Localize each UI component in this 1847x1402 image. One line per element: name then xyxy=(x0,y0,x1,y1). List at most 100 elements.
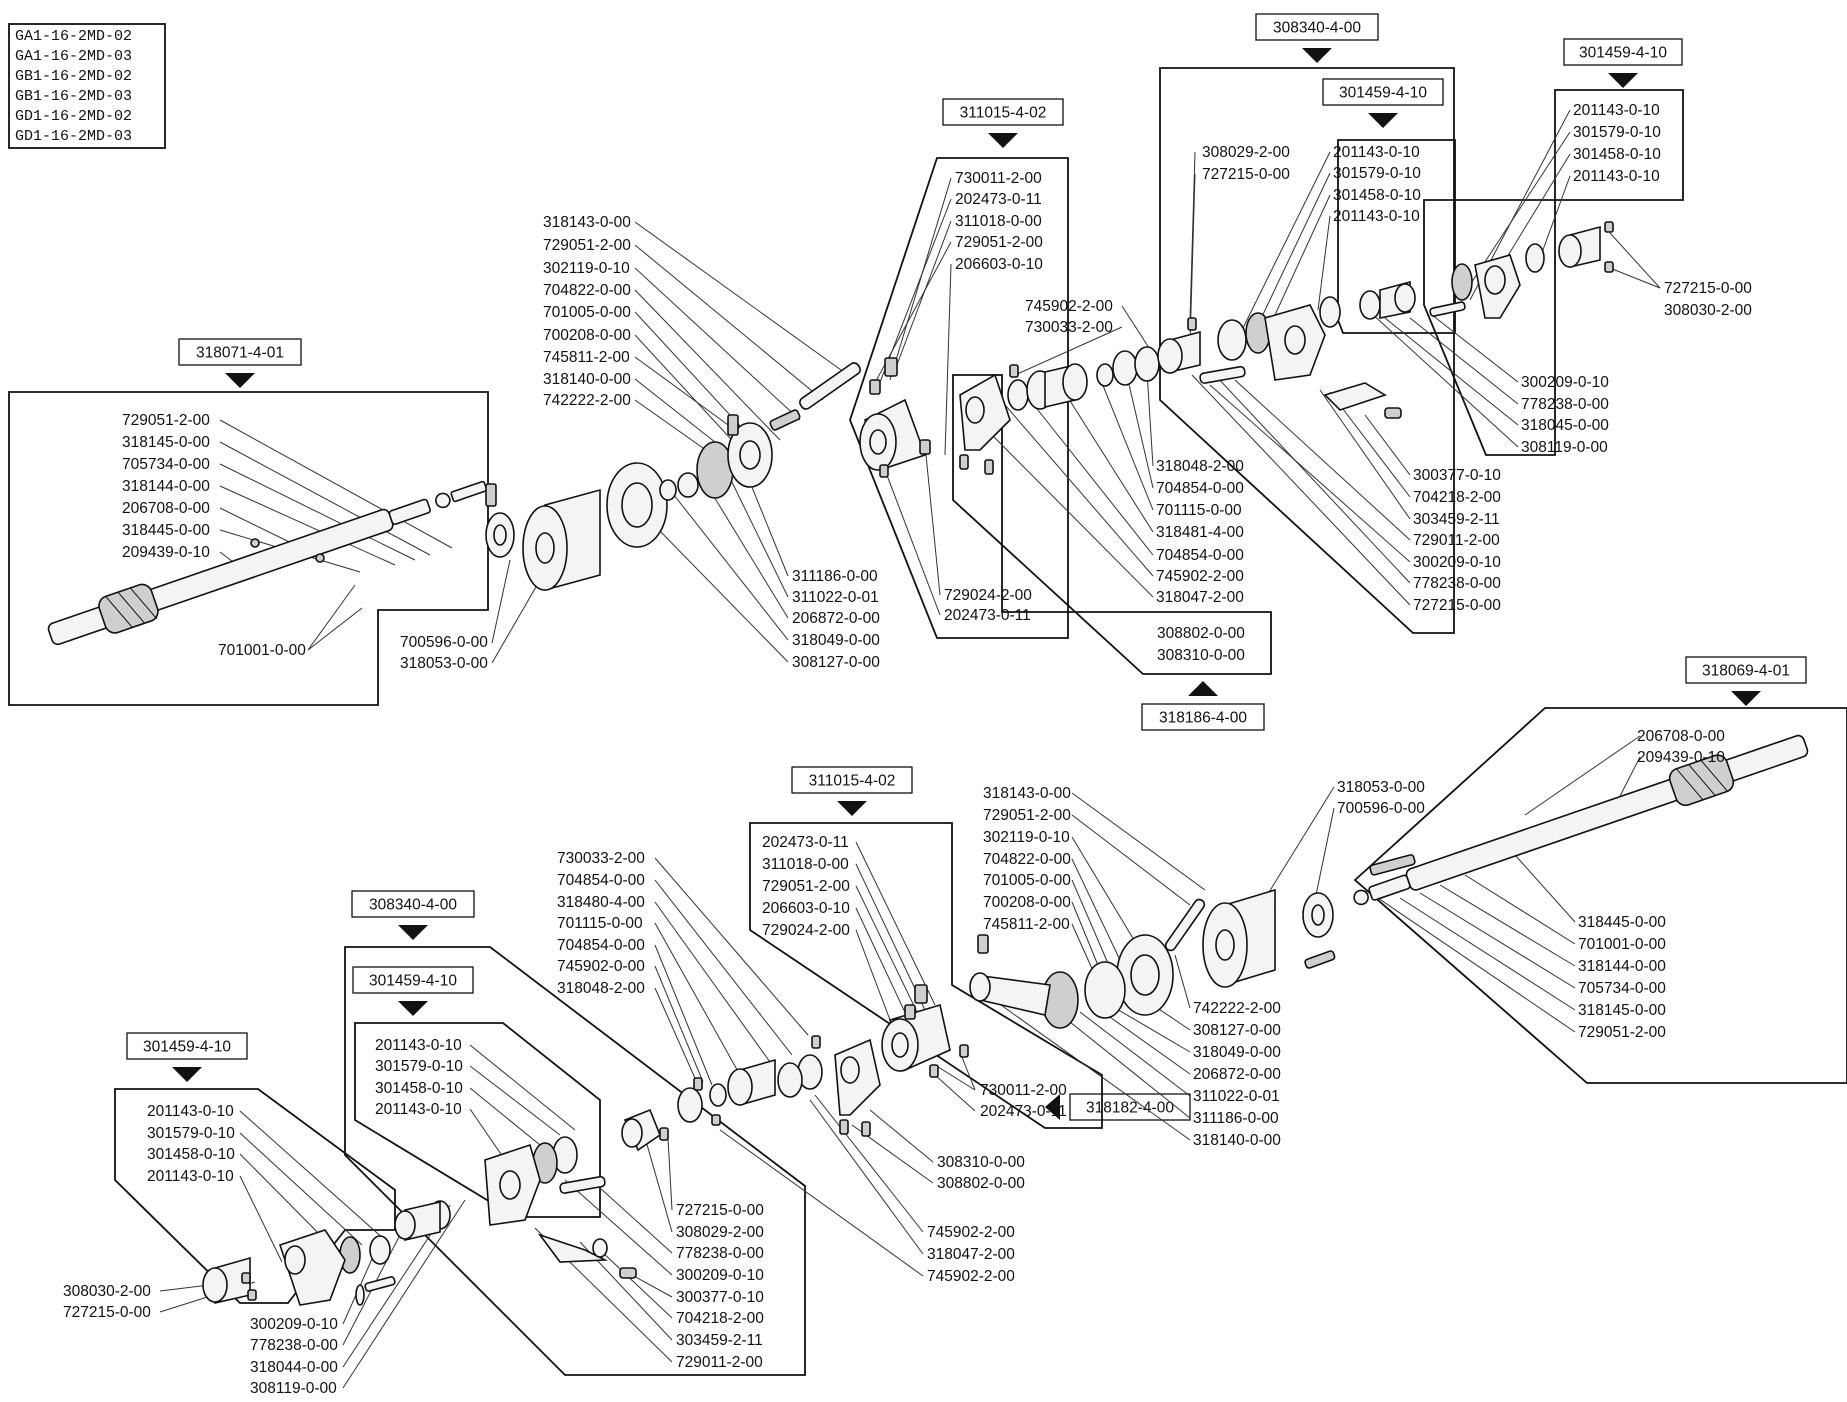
frame-308340-bottom xyxy=(344,946,806,1376)
part-sketches xyxy=(47,221,1809,1306)
part-number: 778238-0-00 xyxy=(250,1337,338,1354)
part-number: 745811-2-00 xyxy=(983,916,1070,933)
part-number: 704854-0-00 xyxy=(557,872,645,889)
assembly-number: 311015-4-02 xyxy=(960,105,1047,122)
part-number: 318480-4-00 xyxy=(557,894,645,911)
shaft-assembly-bottom xyxy=(1353,734,1809,906)
assembly-number: 301459-4-10 xyxy=(1339,85,1427,102)
arrow-icon xyxy=(837,801,867,816)
arrow-icon xyxy=(1731,691,1761,706)
part-number: 318481-4-00 xyxy=(1156,524,1244,541)
part-number: 729024-2-00 xyxy=(762,922,850,939)
part-number: 700208-0-00 xyxy=(983,894,1071,911)
part-number: 301579-0-10 xyxy=(1573,124,1661,141)
part-number: 318144-0-00 xyxy=(1578,958,1666,975)
part-number: 700596-0-00 xyxy=(1337,800,1425,817)
part-number: 701001-0-00 xyxy=(1578,936,1666,953)
part-number: 201143-0-10 xyxy=(1573,102,1660,119)
part-number: 302119-0-10 xyxy=(543,260,630,277)
part-number: 778238-0-00 xyxy=(1413,575,1501,592)
part-number: 704854-0-00 xyxy=(1156,547,1244,564)
part-number: 308119-0-00 xyxy=(250,1380,337,1397)
part-number: 704854-0-00 xyxy=(557,937,645,954)
part-number: 704822-0-00 xyxy=(983,851,1071,868)
model-code: GA1-16-2MD-02 xyxy=(15,28,132,45)
part-number: 730011-2-00 xyxy=(955,170,1042,187)
part-number: 318048-2-00 xyxy=(1156,458,1244,475)
part-number: 700208-0-00 xyxy=(543,327,631,344)
part-number: 202473-0-11 xyxy=(980,1103,1067,1120)
part-number: 318140-0-00 xyxy=(1193,1132,1281,1149)
part-number: 206708-0-00 xyxy=(122,500,210,517)
part-number: 729024-2-00 xyxy=(944,587,1032,604)
part-number: 202473-0-11 xyxy=(944,607,1031,624)
part-number: 201143-0-10 xyxy=(375,1101,462,1118)
model-code: GD1-16-2MD-02 xyxy=(15,108,132,125)
part-number: 742222-2-00 xyxy=(543,392,631,409)
part-number: 318140-0-00 xyxy=(543,371,631,388)
part-number: 301458-0-10 xyxy=(1573,146,1661,163)
part-number: 318045-0-00 xyxy=(1521,417,1609,434)
part-number: 201143-0-10 xyxy=(1333,144,1420,161)
assembly-number: 318069-4-01 xyxy=(1702,663,1790,680)
part-number: 301458-0-10 xyxy=(1333,187,1421,204)
assembly-callout: 301459-4-10 xyxy=(1563,38,1683,88)
part-number: 742222-2-00 xyxy=(1193,1000,1281,1017)
part-number: 201143-0-10 xyxy=(147,1103,234,1120)
part-number: 206603-0-10 xyxy=(762,900,850,917)
part-number: 318048-2-00 xyxy=(557,980,645,997)
part-number: 704218-2-00 xyxy=(1413,489,1501,506)
part-number: 318053-0-00 xyxy=(400,655,488,672)
screw-icon xyxy=(485,483,497,507)
part-number: 206708-0-00 xyxy=(1637,728,1725,745)
part-number: 729051-2-00 xyxy=(122,412,210,429)
leader-lines xyxy=(159,109,1661,1389)
assembly-callout: 308340-4-00 xyxy=(1255,13,1379,63)
part-number: 308310-0-00 xyxy=(937,1154,1025,1171)
part-number: 318049-0-00 xyxy=(1193,1044,1281,1061)
part-labels: 729051-2-00 318145-0-00 705734-0-00 3181… xyxy=(63,102,1752,1397)
frame-318071 xyxy=(8,391,489,706)
part-number: 206872-0-00 xyxy=(792,610,880,627)
part-number: 745902-0-00 xyxy=(557,958,645,975)
part-number: 308802-0-00 xyxy=(937,1175,1025,1192)
model-code: GB1-16-2MD-02 xyxy=(15,68,132,85)
assembly-callout: 318069-4-01 xyxy=(1685,656,1807,706)
part-number: 705734-0-00 xyxy=(122,456,210,473)
assembly-callouts: 318071-4-01311015-4-02308340-4-00301459-… xyxy=(126,13,1807,1121)
part-number: 300209-0-10 xyxy=(676,1267,764,1284)
part-number: 318143-0-00 xyxy=(543,214,631,231)
assembly-callout: 318182-4-00 xyxy=(1045,1093,1191,1121)
part-number: 318145-0-00 xyxy=(1578,1002,1666,1019)
part-number: 701115-0-00 xyxy=(1156,502,1242,519)
model-code: GA1-16-2MD-03 xyxy=(15,48,132,65)
part-number: 308310-0-00 xyxy=(1157,647,1245,664)
part-number: 745902-2-00 xyxy=(1156,568,1244,585)
part-number: 704822-0-00 xyxy=(543,282,631,299)
assembly-number: 308340-4-00 xyxy=(369,897,457,914)
part-number: 745811-2-00 xyxy=(543,349,630,366)
model-code: GB1-16-2MD-03 xyxy=(15,88,132,105)
model-code: GD1-16-2MD-03 xyxy=(15,128,132,145)
part-number: 701115-0-00 xyxy=(557,915,643,932)
part-number: 303459-2-11 xyxy=(1413,511,1500,528)
part-number: 302119-0-10 xyxy=(983,829,1070,846)
part-number: 727215-0-00 xyxy=(1664,280,1752,297)
part-number: 308030-2-00 xyxy=(1664,302,1752,319)
assembly-number: 318186-4-00 xyxy=(1159,710,1247,727)
part-number: 308029-2-00 xyxy=(676,1224,764,1241)
part-number: 300209-0-10 xyxy=(1521,374,1609,391)
part-number: 727215-0-00 xyxy=(1202,166,1290,183)
assembly-callout: 301459-4-10 xyxy=(352,966,474,1016)
frame-308340-top xyxy=(1159,67,1455,634)
part-number: 727215-0-00 xyxy=(676,1202,764,1219)
arrow-icon xyxy=(1045,1094,1060,1120)
assembly-callout: 301459-4-10 xyxy=(1322,78,1444,128)
part-number: 745902-2-00 xyxy=(1025,298,1113,315)
assembly-number: 301459-4-10 xyxy=(143,1039,231,1056)
part-number: 727215-0-00 xyxy=(1413,597,1501,614)
arrow-icon xyxy=(1368,113,1398,128)
part-number: 311186-0-00 xyxy=(792,568,878,585)
part-number: 705734-0-00 xyxy=(1578,980,1666,997)
